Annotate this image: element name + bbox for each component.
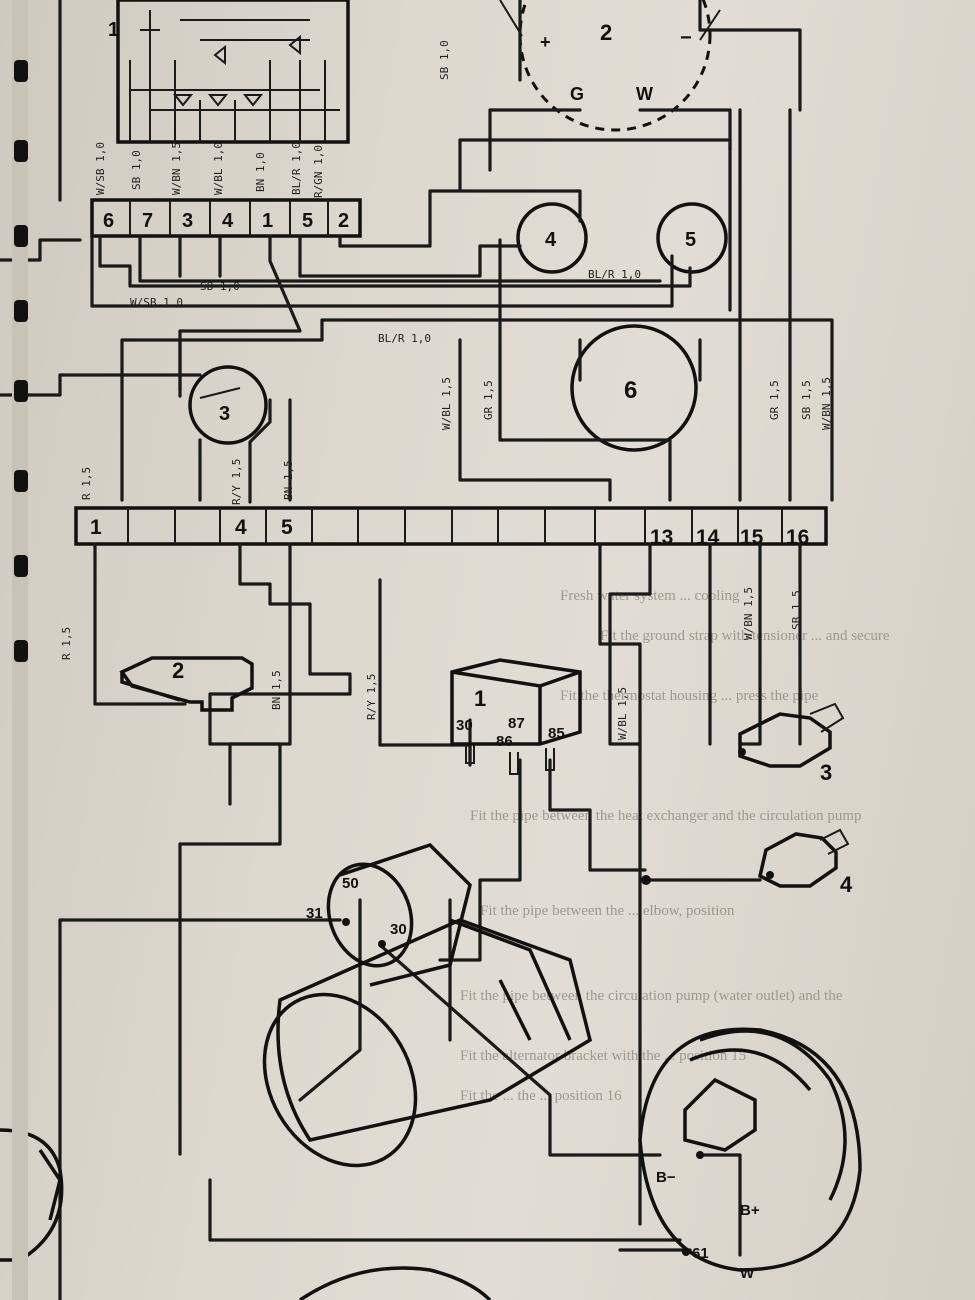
ghost-line: Fit the pipe between the circulation pum… [460, 988, 843, 1004]
motor-terminal: 31 [306, 905, 323, 922]
wire-label: W/BN 1,5 [742, 587, 755, 640]
wire-label: R 1,5 [60, 627, 73, 660]
wire-label: BN 1,0 [254, 152, 267, 192]
alternator-terminal: W [740, 1265, 755, 1282]
main-strip-terminal: 13 [650, 526, 673, 549]
generator-plus: + [540, 32, 551, 52]
wire-label: W/BN 1,5 [820, 377, 833, 430]
wire-label: SB 1,5 [800, 380, 813, 420]
strip-top-terminal: 5 [302, 210, 313, 232]
alternator-terminal: B+ [740, 1202, 760, 1219]
generator-minus: − [680, 27, 692, 49]
motor-terminal: 50 [342, 875, 359, 892]
binding-rings [12, 0, 28, 1300]
component-label-4-bottom: 4 [840, 872, 853, 897]
ghost-line: Fit the thermostat housing ... press the… [560, 688, 819, 704]
gauge-6: 6 [570, 324, 698, 452]
wire-label: W/SB 1,0 [94, 142, 107, 195]
component-label-2: 2 [600, 20, 612, 45]
wire-label: SB 1,0 [438, 40, 451, 80]
strip-top-terminal: 7 [142, 210, 153, 232]
generator-g: G [570, 84, 584, 104]
sensor-4: 4 [641, 828, 853, 897]
top-connector-strip: 6 7 3 4 1 5 2 W/SB 1,0 SB 1,0 W/BN 1,5 W… [90, 142, 362, 238]
wire-label: W/SB 1,0 [130, 296, 183, 309]
starter-motor: 50 31 30 [262, 842, 593, 1168]
main-strip-terminal: 5 [281, 516, 293, 539]
motor-terminal: 30 [390, 921, 407, 938]
main-strip-terminal: 1 [90, 516, 102, 539]
switch-3: 3 [188, 365, 268, 445]
ghost-text-layer: Fresh water system ... cooling Fit the g… [460, 588, 890, 1104]
wire-label: GR 1,5 [482, 380, 495, 420]
generator-w: W [636, 84, 653, 104]
gauge-4: 4 [516, 202, 588, 274]
generator-2: 2 + − G W [499, 0, 721, 132]
relay-terminal: 30 [456, 717, 473, 734]
strip-top-terminal: 3 [182, 210, 193, 232]
component-label-5: 5 [685, 229, 696, 251]
component-label-4: 4 [545, 229, 557, 251]
wire-label: R/GN 1,0 [312, 145, 325, 198]
component-label-1: 1 [108, 19, 119, 41]
relay-terminal: 87 [508, 715, 525, 732]
wire-label: SB 1,0 [130, 150, 143, 190]
gauge-5: 5 [656, 202, 728, 274]
wire-label: R 1,5 [80, 467, 93, 500]
upper-wire-labels: SB 1,0 W/SB 1,0 BL/R 1,0 BL/R 1,0 SB 1,0… [80, 40, 833, 505]
main-strip-terminal: 4 [235, 516, 247, 539]
component-label-3-bottom: 3 [820, 760, 832, 785]
component-label-1-relay: 1 [474, 686, 486, 711]
wire-label: W/BN 1,5 [170, 142, 183, 195]
wire-label: BL/R 1,0 [378, 332, 431, 345]
ghost-line: Fit the ground strap with tensioner ... … [600, 628, 890, 644]
control-box-1: 1 [108, 0, 350, 144]
strip-top-terminal: 1 [262, 210, 273, 232]
main-strip-terminal: 14 [696, 526, 720, 549]
ghost-line: Fit the pipe between the ... elbow, posi… [480, 903, 735, 919]
wire-label: W/BL 1,5 [616, 687, 629, 740]
relay-1: 1 30 87 86 85 [450, 658, 582, 775]
wire-label: BL/R 1,0 [588, 268, 641, 281]
wire-label: BL/R 1,0 [290, 142, 303, 195]
component-label-3: 3 [219, 403, 230, 425]
ghost-line: Fresh water system ... cooling [560, 588, 740, 604]
wire-label: W/BL 1,0 [212, 142, 225, 195]
strip-top-terminal: 6 [103, 210, 114, 232]
ghost-line: Fit the pipe between the heat exchanger … [470, 808, 862, 824]
alternator-terminal: B− [656, 1169, 676, 1186]
wire-label: R/Y 1,5 [365, 674, 378, 720]
wire-label: BN 1,5 [270, 670, 283, 710]
alternator: B− B+ 61 W [638, 1027, 862, 1282]
wire-label: SB 1,5 [790, 590, 803, 630]
left-edge-component [0, 1128, 64, 1262]
wire-label: R/Y 1,5 [230, 459, 243, 505]
main-terminal-strip: 1 4 5 13 14 15 16 [74, 506, 828, 549]
bottom-partial-component [299, 1266, 492, 1300]
wire-label: BN 1,5 [282, 460, 295, 500]
main-strip-terminal: 15 [740, 526, 764, 549]
component-label-2-bottom: 2 [172, 658, 184, 683]
strip-top-terminal: 2 [338, 210, 349, 232]
main-strip-terminal: 16 [786, 526, 809, 549]
upper-wires [0, 0, 834, 504]
relay-terminal: 85 [548, 725, 565, 742]
wire-label: W/BL 1,5 [440, 377, 453, 430]
component-label-6: 6 [624, 377, 637, 404]
sensor-block-2: 2 [119, 656, 254, 712]
lower-wire-labels: R 1,5 BN 1,5 R/Y 1,5 W/BN 1,5 SB 1,5 W/B… [60, 587, 803, 740]
sensor-3: 3 [738, 702, 845, 785]
relay-terminal: 86 [496, 733, 513, 750]
wire-label: SB 1,0 [200, 280, 240, 293]
strip-top-terminal: 4 [222, 210, 234, 232]
wire-label: GR 1,5 [768, 380, 781, 420]
alternator-terminal: 61 [692, 1245, 709, 1262]
